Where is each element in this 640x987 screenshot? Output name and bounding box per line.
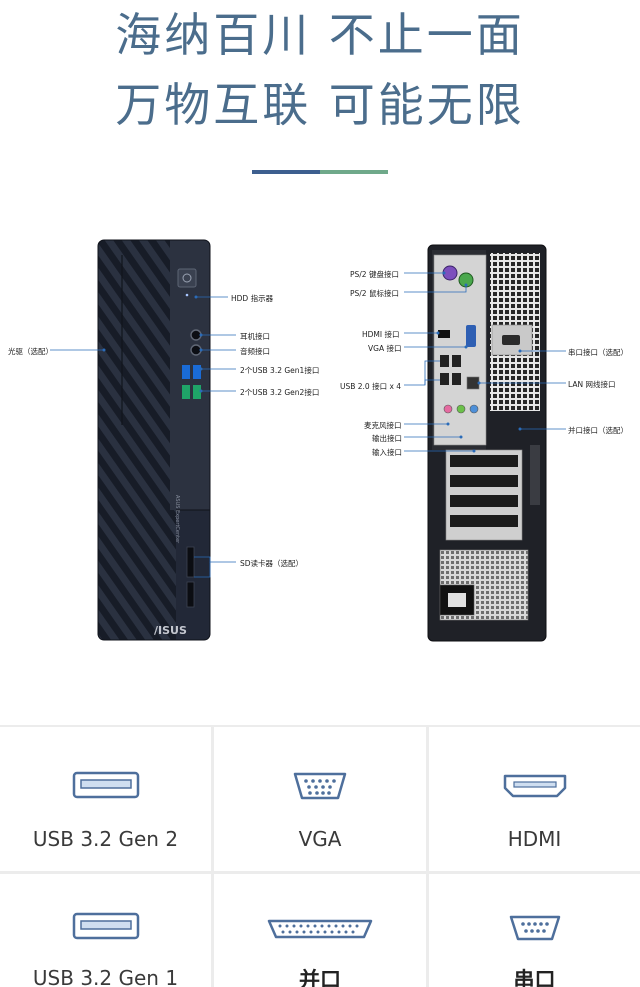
tower-diagram: ASUS ExpertCenter /ISUS bbox=[0, 225, 640, 655]
port-card: 串口 bbox=[429, 874, 640, 987]
label-vga: VGA 接口 bbox=[368, 344, 402, 353]
label-hdd-indicator: HDD 指示器 bbox=[231, 294, 274, 303]
divider-left bbox=[252, 170, 320, 174]
port-name: USB 3.2 Gen 2 bbox=[32, 827, 179, 851]
label-lan: LAN 网线接口 bbox=[568, 380, 616, 389]
label-usb-gen1: 2个USB 3.2 Gen1接口 bbox=[240, 366, 320, 375]
label-optical-drive: 光驱（选配） bbox=[8, 347, 53, 356]
port-card: VGA bbox=[214, 727, 426, 871]
asus-logo: /ISUS bbox=[154, 624, 187, 637]
port-name: VGA bbox=[298, 827, 342, 851]
port-card: USB 3.2 Gen 1 bbox=[0, 874, 211, 987]
label-ps2-mouse: PS/2 鼠标接口 bbox=[350, 289, 399, 298]
tower-illustration: ASUS ExpertCenter /ISUS bbox=[50, 239, 566, 642]
port-card: 并口 bbox=[214, 874, 426, 987]
tower-side-text: ASUS ExpertCenter bbox=[174, 495, 180, 544]
port-name: 串口 bbox=[513, 968, 556, 987]
hdmi-icon bbox=[503, 774, 566, 798]
label-line-out: 输出接口 bbox=[372, 434, 402, 443]
port-card: HDMI bbox=[429, 727, 640, 871]
port-name: 并口 bbox=[299, 968, 341, 987]
usb-icon bbox=[72, 912, 139, 940]
usb-icon bbox=[72, 771, 139, 799]
ports-grid: USB 3.2 Gen 2 VGA HDMI USB 3.2 Gen 1 bbox=[0, 725, 640, 987]
label-usb2: USB 2.0 接口 x 4 bbox=[340, 382, 402, 391]
port-card: USB 3.2 Gen 2 bbox=[0, 727, 211, 871]
label-mic: 麦克风接口 bbox=[364, 421, 402, 430]
label-serial: 串口接口（选配） bbox=[568, 348, 628, 357]
hdd-led bbox=[185, 293, 189, 297]
port-name: USB 3.2 Gen 1 bbox=[32, 966, 179, 987]
label-parallel: 并口接口（选配） bbox=[568, 426, 628, 435]
port-name: HDMI bbox=[507, 827, 562, 851]
label-hdmi: HDMI 接口 bbox=[362, 330, 400, 339]
divider-right bbox=[320, 170, 388, 174]
label-sd-reader: SD读卡器（选配） bbox=[240, 559, 304, 568]
serial-port-icon bbox=[509, 915, 560, 941]
label-ps2-keyboard: PS/2 键盘接口 bbox=[350, 270, 399, 279]
label-audio: 音频接口 bbox=[240, 347, 270, 356]
label-usb-gen2: 2个USB 3.2 Gen2接口 bbox=[240, 388, 320, 397]
parallel-port-icon bbox=[267, 919, 373, 939]
label-headphone: 耳机接口 bbox=[240, 332, 270, 341]
headline-line-2: 万物互联 可能无限 bbox=[115, 78, 525, 132]
headline-line-1: 海纳百川 不止一面 bbox=[115, 8, 525, 62]
power-button bbox=[177, 268, 197, 288]
label-line-in: 输入接口 bbox=[372, 448, 402, 457]
rear-tower bbox=[427, 244, 547, 642]
vga-icon bbox=[293, 772, 347, 800]
front-tower bbox=[98, 240, 210, 640]
